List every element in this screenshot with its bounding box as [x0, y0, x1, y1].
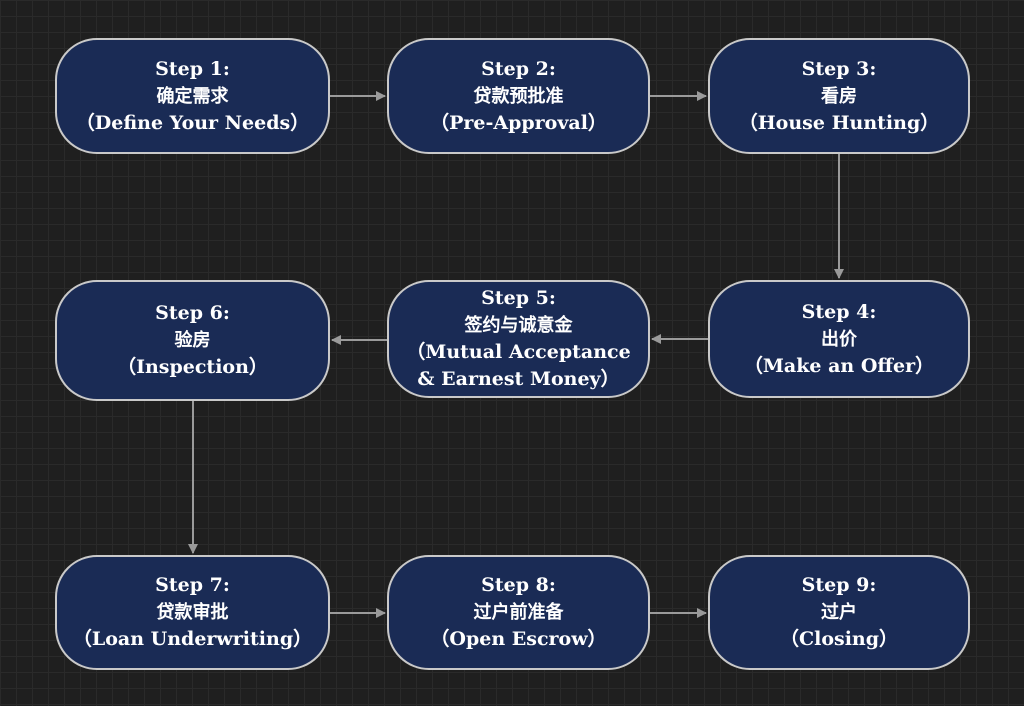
step3-node: Step 3: 看房 （House Hunting） [708, 38, 970, 154]
step5-english-label: （Mutual Acceptance [406, 341, 631, 363]
step2-node: Step 2: 贷款预批准 （Pre-Approval） [387, 38, 650, 154]
step9-chinese-label: 过户 [821, 602, 857, 623]
step9-english-label: （Closing） [779, 628, 899, 650]
step5-node: Step 5: 签约与诚意金 （Mutual Acceptance & Earnest… [387, 280, 650, 398]
step2-chinese-label: 贷款预批准 [473, 85, 564, 107]
step6-chinese-label: 验房 [174, 330, 211, 351]
step3-title: Step 3: [801, 57, 877, 80]
step8-title: Step 8: [481, 574, 556, 596]
step7-node: Step 7: 贷款审批 （Loan Underwriting） [55, 555, 330, 670]
step3-chinese-label: 看房 [821, 85, 857, 107]
step2-english-label: （Pre-Approval） [430, 111, 607, 134]
step4-chinese-label: 出价 [821, 328, 857, 350]
step4-title: Step 4: [801, 300, 877, 323]
step7-title: Step 7: [155, 574, 230, 596]
step9-node: Step 9: 过户 （Closing） [708, 555, 970, 670]
step1-chinese-label: 确定需求 [156, 85, 229, 107]
step1-english-label: （Define Your Needs） [75, 111, 310, 134]
step7-english-label: （Loan Underwriting） [72, 628, 313, 650]
step6-english-label: （Inspection） [117, 356, 268, 378]
step8-node: Step 8: 过户前准备 （Open Escrow） [387, 555, 650, 670]
step5-title: Step 5: [481, 287, 556, 309]
step1-title: Step 1: [155, 57, 230, 80]
step3-english-label: （House Hunting） [738, 111, 940, 134]
step6-title: Step 6: [155, 302, 230, 324]
step2-title: Step 2: [481, 57, 556, 80]
step8-chinese-label: 过户前准备 [473, 602, 564, 623]
step9-title: Step 9: [801, 574, 877, 596]
step8-english-label: （Open Escrow） [430, 628, 607, 650]
step1-node: Step 1: 确定需求 （Define Your Needs） [55, 38, 330, 154]
step5-english-label: & Earnest Money） [417, 368, 620, 390]
step7-chinese-label: 贷款审批 [156, 602, 229, 623]
step5-chinese-label: 签约与诚意金 [464, 315, 573, 336]
step6-node: Step 6: 验房 （Inspection） [55, 280, 330, 401]
step4-english-label: （Make an Offer） [743, 354, 935, 377]
step4-node: Step 4: 出价 （Make an Offer） [708, 280, 970, 398]
